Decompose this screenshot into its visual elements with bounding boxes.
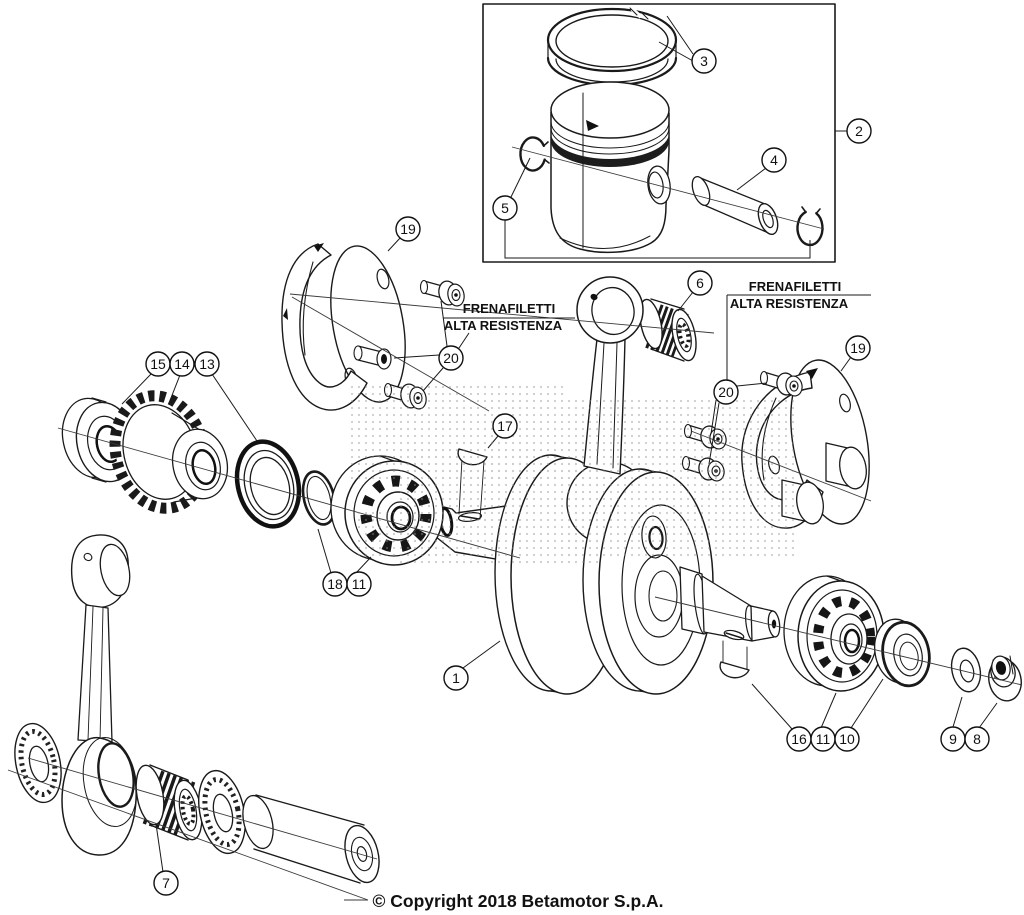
svg-text:20: 20	[718, 384, 734, 400]
note-right-line2: ALTA RESISTENZA	[730, 296, 849, 311]
svg-text:7: 7	[162, 875, 170, 891]
svg-text:15: 15	[150, 356, 166, 372]
callout-piston-assembly: 2	[846, 118, 872, 144]
oil-seal-10	[874, 618, 931, 688]
svg-text:10: 10	[839, 731, 855, 747]
watermark	[350, 384, 795, 565]
callout-balance-cover-right: 19	[845, 335, 871, 361]
svg-text:5: 5	[501, 200, 509, 216]
svg-text:13: 13	[199, 356, 215, 372]
crank-pin	[242, 794, 380, 884]
note-threadlocker-left: FRENAFILETTI ALTA RESISTENZA	[444, 301, 563, 333]
callout-cover-bolts-right: 20	[713, 379, 739, 405]
svg-text:2: 2	[855, 123, 863, 139]
callout-washer: 9	[940, 726, 966, 752]
circlip-left	[519, 136, 550, 172]
nut-8	[988, 655, 1022, 702]
washer-9	[950, 647, 982, 693]
primary-gear-14	[109, 390, 229, 514]
callout-oil-seal: 10	[834, 726, 860, 752]
note-threadlocker-right: FRENAFILETTI ALTA RESISTENZA	[730, 279, 849, 311]
cover-stud-left	[353, 345, 392, 370]
thrust-washer-left	[14, 722, 62, 804]
svg-text:14: 14	[174, 356, 190, 372]
callout-seal-ring: 13	[194, 351, 220, 377]
piston	[550, 81, 671, 254]
callout-piston-pin: 4	[761, 147, 787, 173]
bearing-11-right	[783, 575, 885, 692]
cover-bolt-left-upper	[419, 279, 465, 307]
note-left-line2: ALTA RESISTENZA	[444, 318, 563, 333]
connecting-rod-kit	[14, 534, 380, 884]
balance-cover-left	[281, 243, 406, 411]
svg-text:19: 19	[400, 221, 416, 237]
woodruff-key-right	[719, 640, 750, 679]
svg-text:11: 11	[816, 731, 831, 747]
callout-shim: 18	[322, 571, 348, 597]
svg-text:1: 1	[452, 670, 460, 686]
callout-crankshaft: 1	[443, 665, 469, 691]
cover-bolt-right-top	[759, 370, 803, 397]
connecting-rod	[61, 534, 138, 856]
callout-key-left: 17	[492, 413, 518, 439]
note-right-line1: FRENAFILETTI	[749, 279, 841, 294]
note-left-line1: FRENAFILETTI	[463, 301, 555, 316]
cover-boss-upper	[825, 442, 867, 490]
callout-spacer: 15	[145, 351, 171, 377]
svg-text:16: 16	[791, 731, 807, 747]
callout-cover-bolts-left: 20	[438, 345, 464, 371]
svg-text:4: 4	[770, 152, 778, 168]
callout-balance-cover-left: 19	[395, 216, 421, 242]
piston-kit-box	[482, 3, 836, 263]
callout-bearing-right: 11	[810, 726, 836, 752]
svg-text:18: 18	[327, 576, 343, 592]
callout-piston-rings: 3	[691, 48, 717, 74]
callout-key-right: 16	[786, 726, 812, 752]
callout-connecting-rod-kit: 7	[153, 870, 179, 896]
callout-bearing-left: 11	[346, 571, 372, 597]
svg-text:8: 8	[973, 731, 981, 747]
copyright-text: © Copyright 2018 Betamotor S.p.A.	[373, 891, 664, 911]
seal-ring-13	[234, 439, 302, 529]
svg-text:20: 20	[443, 350, 459, 366]
callout-circlips: 5	[492, 195, 518, 221]
piston-rings	[546, 7, 678, 87]
thrust-washer-right	[198, 769, 246, 855]
svg-text:19: 19	[850, 340, 866, 356]
callout-nut: 8	[964, 726, 990, 752]
circlip-right	[796, 206, 824, 247]
svg-text:3: 3	[700, 53, 708, 69]
leader-lines	[121, 15, 998, 873]
svg-text:9: 9	[949, 731, 957, 747]
small-end-bearing	[639, 298, 697, 362]
piston-crown-arrow-icon	[586, 120, 599, 131]
callout-small-end-bearing: 6	[687, 270, 713, 296]
svg-text:17: 17	[497, 418, 513, 434]
shaft-right	[679, 566, 781, 642]
svg-text:6: 6	[696, 275, 704, 291]
needle-cage	[135, 764, 203, 841]
callout-primary-gear: 14	[169, 351, 195, 377]
svg-text:11: 11	[352, 576, 367, 592]
